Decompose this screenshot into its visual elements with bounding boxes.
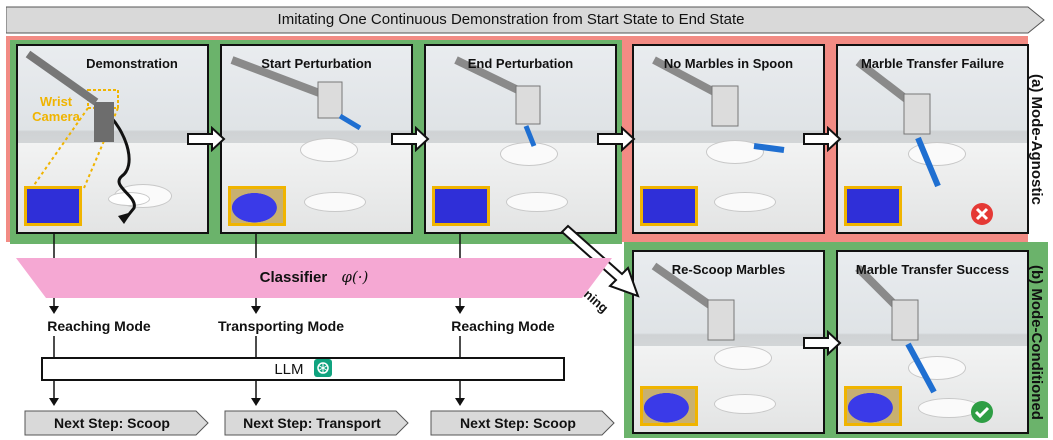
flow-arrow bbox=[803, 330, 842, 356]
wrist-camera-inset bbox=[640, 386, 698, 426]
next-step-label: Next Step: Scoop bbox=[54, 415, 170, 431]
photo-title: End Perturbation bbox=[467, 56, 574, 71]
photo-re-scoop: Re-Scoop Marbles bbox=[632, 250, 825, 434]
photo-title: Demonstration bbox=[86, 56, 178, 71]
classifier-box: Classifier φ(·) bbox=[16, 258, 612, 298]
mode-label-3: Reaching Mode bbox=[451, 318, 555, 334]
openai-icon bbox=[313, 359, 332, 377]
wrist-camera-inset bbox=[24, 186, 82, 226]
wrist-camera-inset bbox=[844, 186, 902, 226]
photo-transfer-success: Marble Transfer Success bbox=[836, 250, 1029, 434]
wrist-camera-inset bbox=[640, 186, 698, 226]
banner-title: Imitating One Continuous Demonstration f… bbox=[277, 11, 745, 28]
next-step-2: Next Step: Transport bbox=[224, 410, 410, 436]
mode-label-2: Transporting Mode bbox=[218, 318, 344, 334]
flow-arrow bbox=[187, 126, 226, 152]
flow-arrow bbox=[391, 126, 430, 152]
flow-arrow bbox=[597, 126, 636, 152]
wrist-camera-inset bbox=[844, 386, 902, 426]
wrist-camera-label: Wrist Camera bbox=[32, 94, 80, 124]
mode-agnostic-label: (a) Mode-Agnostic bbox=[1028, 73, 1045, 205]
photo-transfer-failure: Marble Transfer Failure bbox=[836, 44, 1029, 234]
next-step-label: Next Step: Transport bbox=[243, 415, 381, 431]
success-icon bbox=[971, 401, 993, 423]
photo-title: No Marbles in Spoon bbox=[663, 56, 794, 71]
photo-title: Re-Scoop Marbles bbox=[671, 262, 786, 277]
wrist-camera-inset bbox=[432, 186, 490, 226]
next-step-label: Next Step: Scoop bbox=[460, 415, 576, 431]
llm-box: LLM bbox=[41, 357, 565, 381]
mode-conditioned-label: (b) Mode-Conditioned bbox=[1028, 264, 1045, 420]
photo-start-perturbation: Start Perturbation bbox=[220, 44, 413, 234]
mode-label-1: Reaching Mode bbox=[47, 318, 151, 334]
classifier-label: Classifier bbox=[259, 269, 328, 286]
photo-no-marbles: No Marbles in Spoon bbox=[632, 44, 825, 234]
next-step-1: Next Step: Scoop bbox=[24, 410, 210, 436]
photo-title: Start Perturbation bbox=[261, 56, 372, 71]
flow-arrow bbox=[803, 126, 842, 152]
wrist-camera-inset bbox=[228, 186, 286, 226]
failure-icon bbox=[971, 203, 993, 225]
next-step-3: Next Step: Scoop bbox=[430, 410, 616, 436]
llm-label: LLM bbox=[274, 361, 304, 378]
photo-title: Marble Transfer Failure bbox=[860, 56, 1005, 71]
photo-title: Marble Transfer Success bbox=[855, 262, 1010, 277]
photo-demonstration: Demonstration Wrist Camera bbox=[16, 44, 209, 234]
banner-arrow: Imitating One Continuous Demonstration f… bbox=[6, 6, 1046, 34]
connector-lines bbox=[49, 232, 465, 406]
classifier-symbol: φ(·) bbox=[341, 268, 369, 286]
